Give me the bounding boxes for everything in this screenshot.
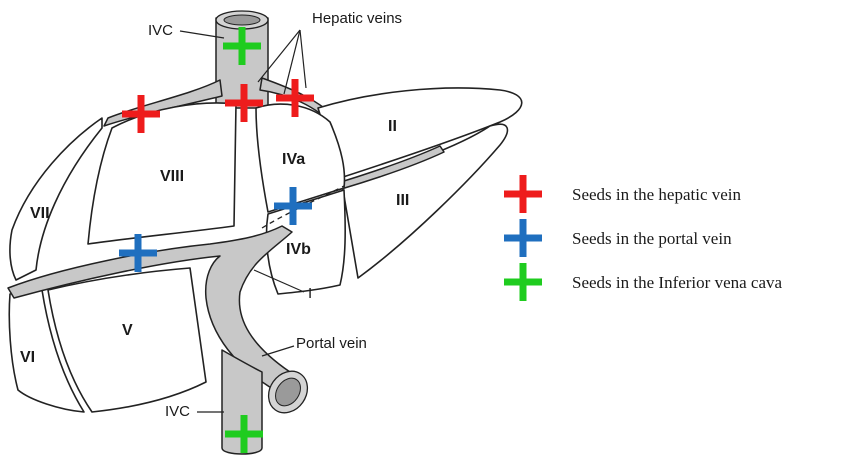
- legend-marker: [504, 263, 542, 301]
- legend-label: Seeds in the Inferior vena cava: [572, 273, 782, 292]
- legend-marker: [504, 219, 542, 257]
- segment-VII-outline: [10, 118, 102, 280]
- segment-V-label: V: [122, 322, 133, 339]
- segment-VI-label: VI: [20, 349, 35, 366]
- legend-label: Seeds in the hepatic vein: [572, 185, 742, 204]
- segment-III-label: III: [396, 192, 409, 209]
- segment-IV: [256, 104, 345, 294]
- segment-IVa-label: IVa: [282, 151, 305, 168]
- legend-marker: [504, 175, 542, 213]
- ivc-top-callout: IVC: [148, 22, 173, 39]
- segment-I-callout: I: [308, 285, 312, 302]
- hepatic-veins-callout: Hepatic veins: [312, 10, 402, 27]
- legend-label: Seeds in the portal vein: [572, 229, 732, 248]
- ivc-bottom-callout: IVC: [165, 403, 190, 420]
- segment-VIII-label: VIII: [160, 168, 184, 185]
- segment-IVb-label: IVb: [286, 241, 311, 258]
- segment-VII-label: VII: [30, 205, 50, 222]
- segment-II-label: II: [388, 118, 397, 135]
- portal-vein-callout: Portal vein: [296, 335, 367, 352]
